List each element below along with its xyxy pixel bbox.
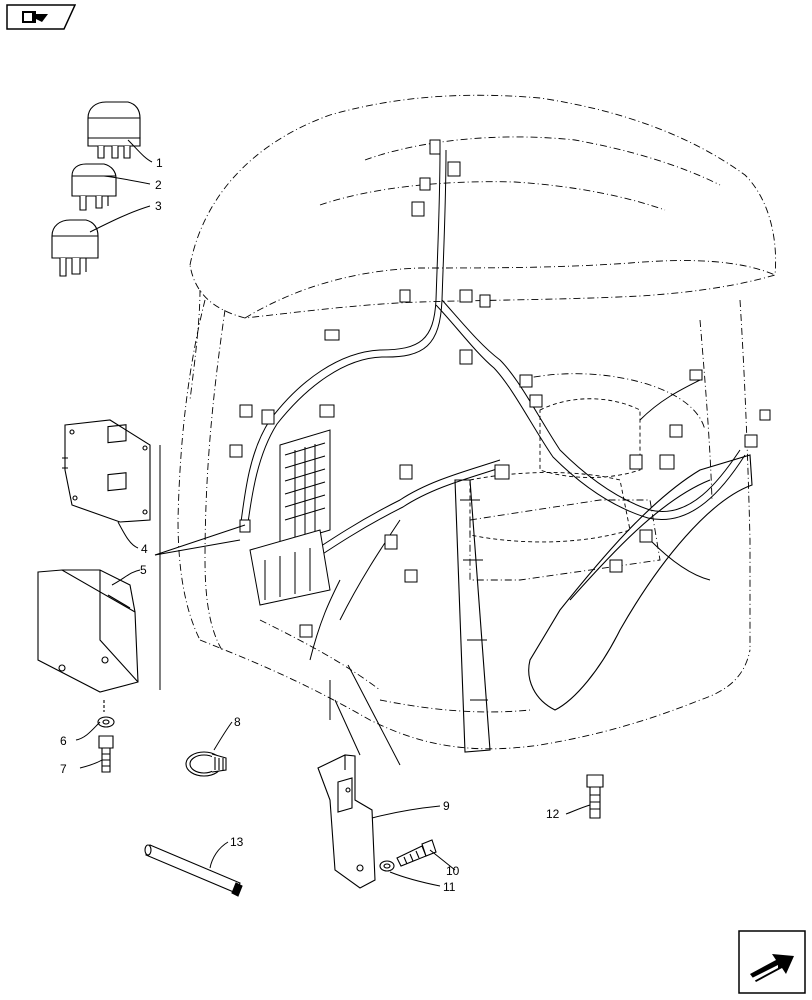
callout-10: 10	[446, 864, 460, 878]
callout-9: 9	[443, 799, 450, 813]
relay-3	[51, 219, 99, 277]
back-to-index-button[interactable]	[6, 4, 77, 30]
callout-7: 7	[60, 762, 67, 776]
seat	[469, 398, 641, 543]
callout-12: 12	[546, 807, 560, 821]
callout-1: 1	[156, 156, 163, 170]
bracket-5	[37, 569, 139, 712]
cab-body	[177, 299, 751, 750]
callout-8: 8	[234, 715, 241, 729]
conduit-13	[144, 844, 243, 897]
wiring-harness	[239, 149, 746, 661]
callout-11: 11	[443, 880, 456, 894]
fuse-box	[249, 429, 331, 606]
harness-connectors	[229, 139, 771, 638]
callout-6: 6	[60, 734, 67, 748]
right-fender	[528, 454, 753, 711]
callout-labels: 1 2 3 4 5 6 7 8 9 10 11 12 13	[60, 156, 560, 894]
bolt-10	[396, 839, 437, 867]
relay-2	[71, 163, 117, 211]
callout-3: 3	[155, 199, 162, 213]
hose-clamp-8	[185, 751, 227, 777]
cab-roof	[189, 94, 776, 401]
steering-pillar	[454, 479, 491, 753]
washer-11	[379, 860, 395, 872]
relay-1	[87, 101, 141, 159]
washer-6	[97, 716, 115, 728]
callout-4: 4	[141, 542, 148, 556]
guide-lines	[154, 445, 401, 766]
bolt-7	[98, 735, 114, 773]
leader-lines	[75, 139, 591, 887]
book-arrow-icon	[6, 4, 77, 30]
callout-13: 13	[230, 835, 244, 849]
callout-5: 5	[140, 563, 147, 577]
bracket-9	[317, 754, 376, 889]
next-page-arrow-icon	[738, 930, 806, 994]
next-page-button[interactable]	[738, 930, 806, 994]
bolt-12	[586, 774, 604, 819]
callout-2: 2	[155, 178, 162, 192]
mounting-plate-4	[62, 419, 151, 523]
